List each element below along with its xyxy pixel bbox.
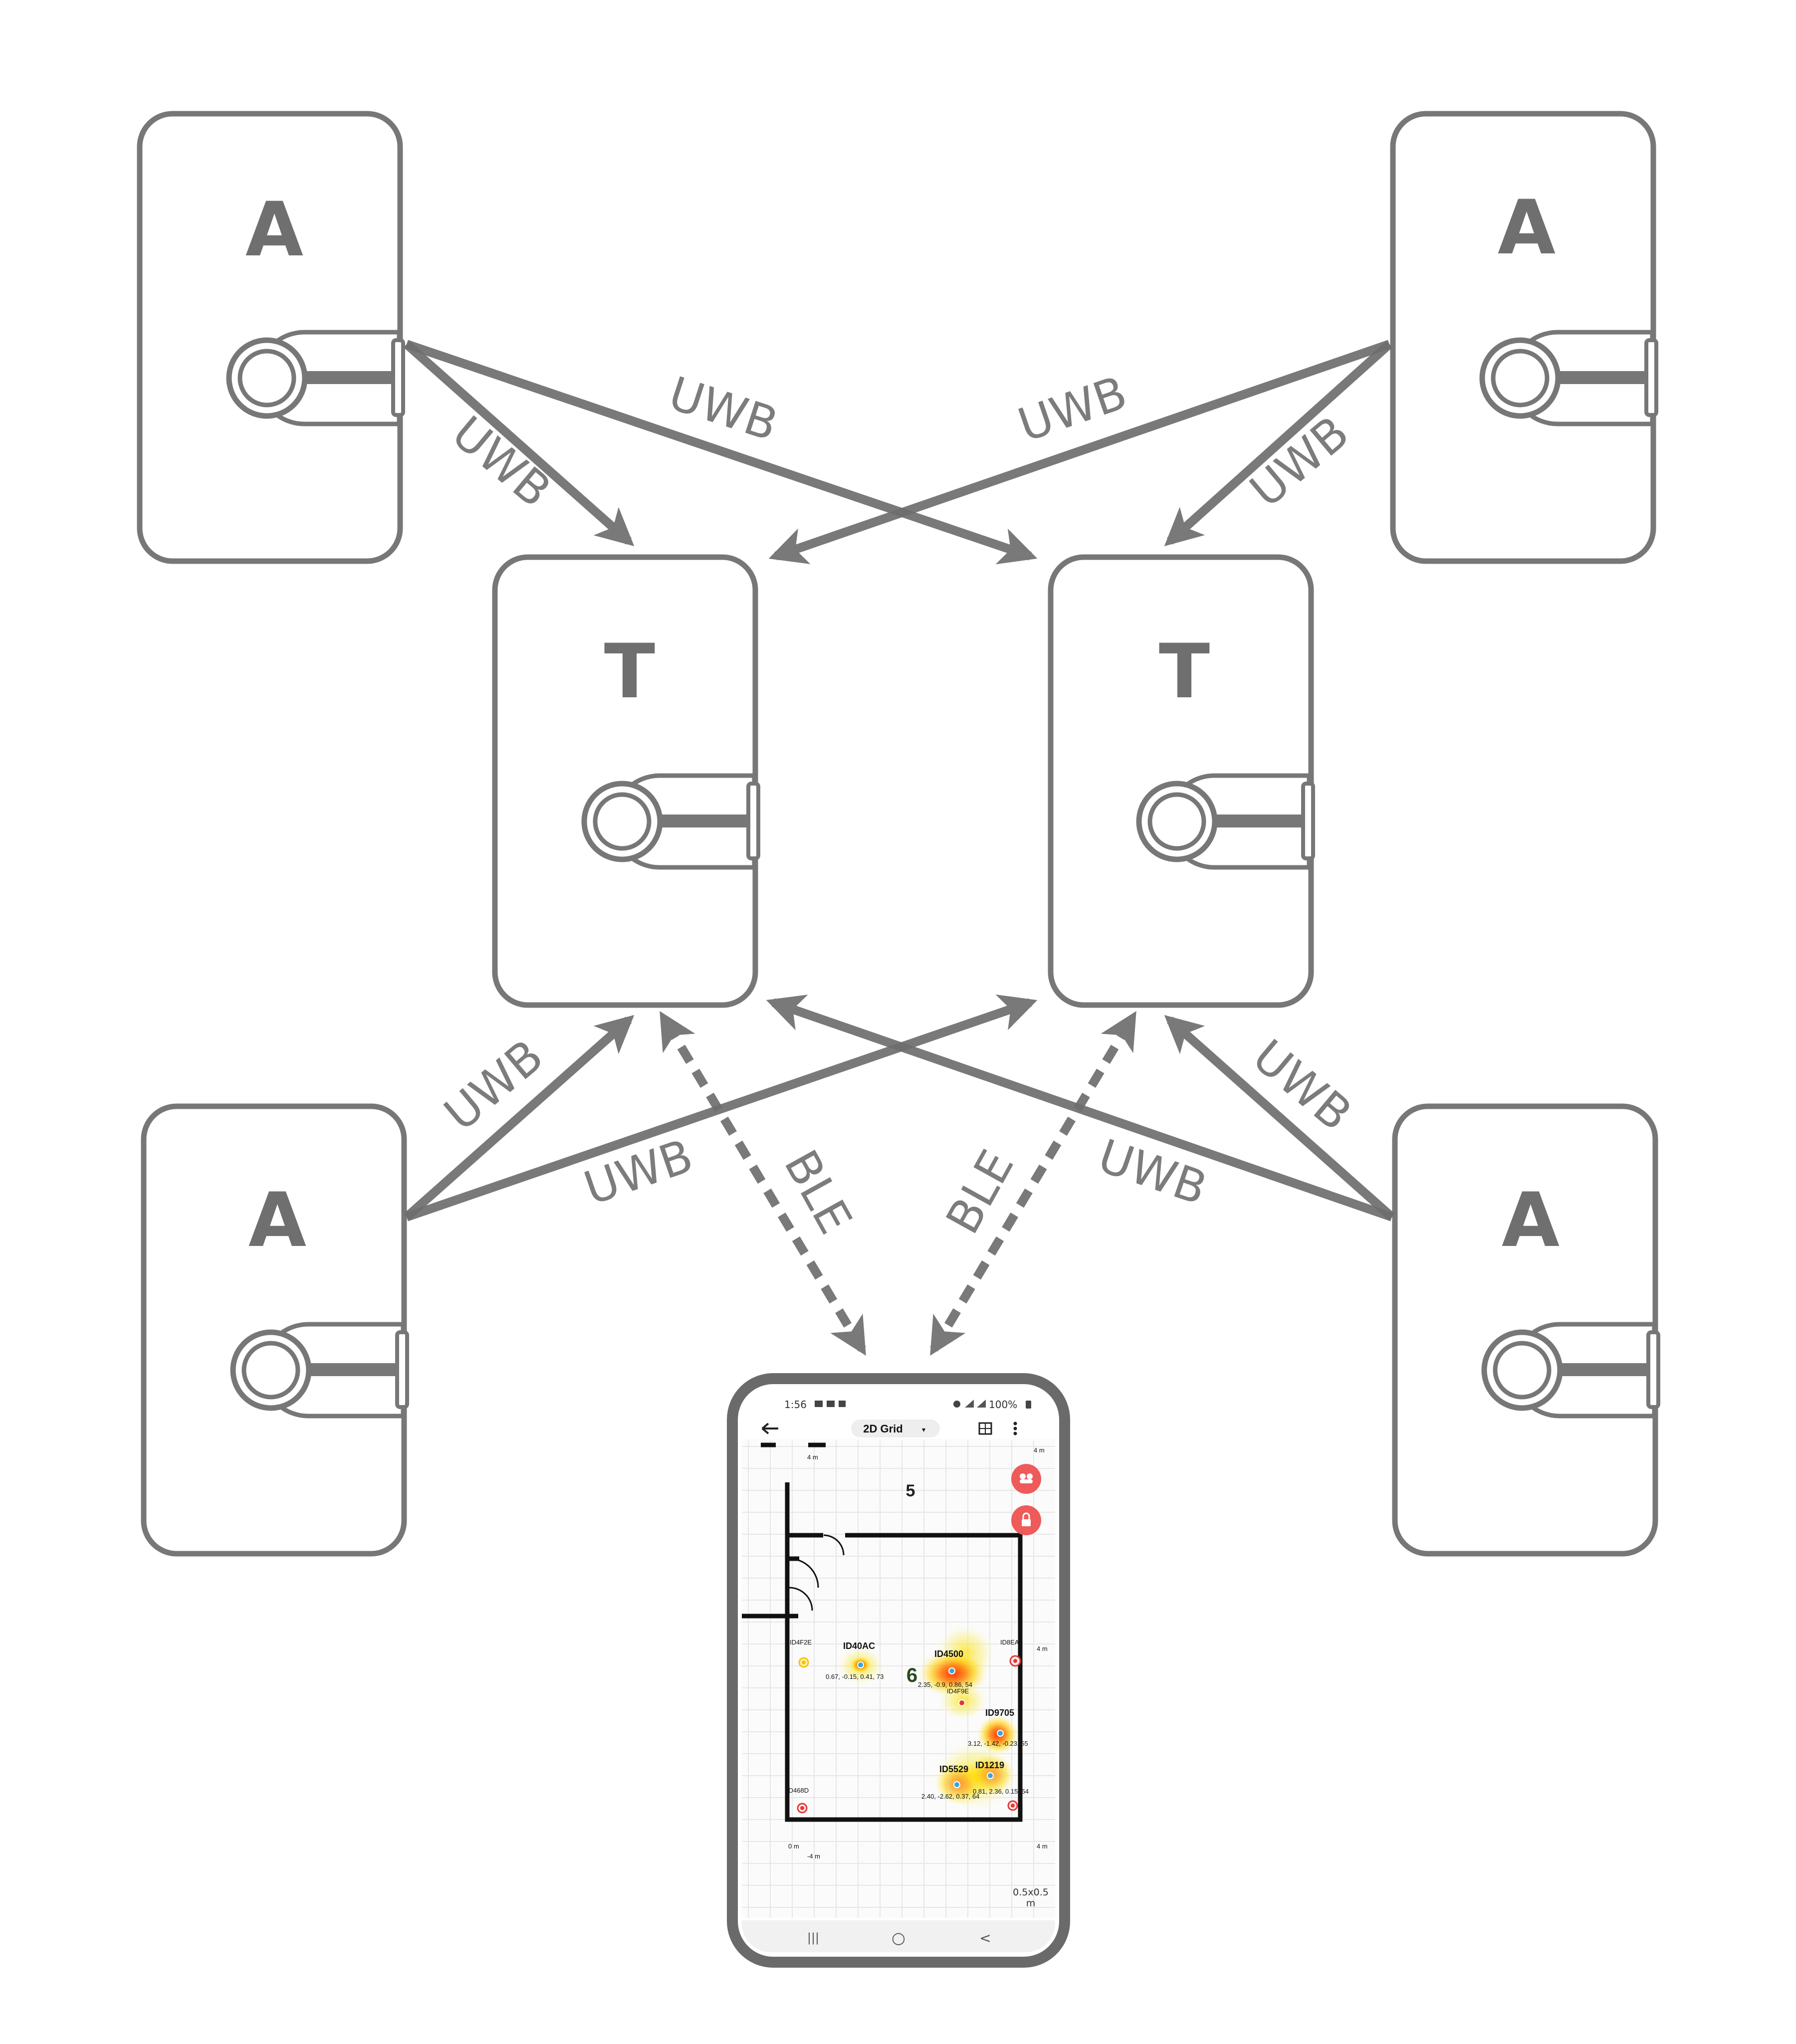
- device-letter: T: [604, 628, 655, 715]
- nav-back-button[interactable]: <: [979, 1930, 991, 1946]
- tag-id: ID9705: [985, 1708, 1014, 1718]
- device-letter: A: [1502, 1177, 1560, 1264]
- more-vertical-icon: [1013, 1422, 1017, 1435]
- room-label: 6: [906, 1664, 917, 1686]
- fab-lock-button[interactable]: [1011, 1505, 1041, 1535]
- uwb-arrow: [1164, 1015, 1395, 1221]
- usb-connector-icon: [1481, 1322, 1660, 1419]
- uwb-label: UWB: [1092, 1129, 1213, 1216]
- anchor-top-left: A: [137, 111, 405, 564]
- fab-locate-button[interactable]: [1011, 1464, 1041, 1494]
- floorplan-walls: [742, 1442, 1023, 1822]
- tag-coords: 2.35, -0.9, 0.86, 54: [918, 1681, 972, 1688]
- room-label: 5: [906, 1481, 915, 1500]
- anchor-marker[interactable]: ID4F2E: [790, 1638, 812, 1668]
- view-selector-label: 2D Grid: [863, 1423, 902, 1435]
- view-selector-dropdown[interactable]: 2D Grid ▾: [851, 1420, 940, 1437]
- usb-connector-icon: [1479, 330, 1658, 426]
- more-options-button[interactable]: [1013, 1422, 1017, 1435]
- tag-id: ID5529: [939, 1764, 968, 1774]
- tag-marker[interactable]: ID4500 2.35, -0.9, 0.86, 54: [918, 1649, 972, 1688]
- grid-canvas[interactable]: 4 m 4 m 4 m 0 m 4 m -4 m 5 6: [742, 1439, 1055, 1918]
- axis-label: 0 m: [788, 1842, 799, 1850]
- tag-id: ID4F9E: [947, 1687, 969, 1695]
- smartphone: 1:56 100% 2D Grid ▾: [727, 1373, 1070, 1968]
- anchor-marker[interactable]: ID468D: [787, 1787, 809, 1814]
- anchor-top-right: A: [1390, 111, 1658, 564]
- tag-id: ID40AC: [843, 1641, 875, 1651]
- nav-recents-button[interactable]: |||: [807, 1931, 819, 1945]
- status-system-icons: [953, 1400, 986, 1408]
- tag-marker[interactable]: ID4F9E: [947, 1687, 969, 1706]
- anchor-id: ID4F2E: [790, 1638, 812, 1646]
- anchor-marker[interactable]: ID8EA: [1000, 1638, 1021, 1667]
- uwb-arrow: [768, 340, 1391, 564]
- usb-connector-icon: [230, 1322, 409, 1419]
- anchor-id: ID8EA: [1000, 1638, 1019, 1646]
- tag-marker[interactable]: ID5529 2.40, -2.62, 0.37, 64: [921, 1764, 979, 1800]
- ble-arrow: [930, 1011, 1136, 1356]
- device-letter: A: [248, 1177, 306, 1264]
- tag-marker[interactable]: ID1219 0.81, 2.36, 0.15, 54: [973, 1760, 1029, 1795]
- anchor-marker[interactable]: [1007, 1800, 1018, 1811]
- ble-arrow: [660, 1011, 866, 1356]
- chevron-down-icon: ▾: [922, 1426, 925, 1434]
- usb-connector-icon: [1136, 773, 1315, 870]
- uwb-arrow: [405, 340, 1038, 565]
- tag-marker[interactable]: ID40AC 0.67, -0.15, 0.41, 73: [826, 1641, 884, 1680]
- arrow-left-icon: [761, 1423, 778, 1434]
- axis-label: 4 m: [1034, 1446, 1045, 1454]
- uwb-arrow: [1164, 341, 1393, 547]
- axis-label: 4 m: [1037, 1842, 1048, 1850]
- grid-scale-label: 0.5x0.5: [1013, 1887, 1049, 1898]
- tag-left: T: [492, 554, 760, 1008]
- grid-lines: [742, 1440, 1055, 1918]
- uwb-label: UWB: [435, 1029, 553, 1141]
- tag-coords: 0.81, 2.36, 0.15, 54: [973, 1788, 1029, 1795]
- uwb-arrow: [404, 341, 635, 547]
- tag-id: ID1219: [975, 1760, 1004, 1770]
- status-battery: 100%: [989, 1399, 1017, 1411]
- tag-coords: 3.12, -1.42, -0.23, 55: [968, 1740, 1028, 1747]
- grid-scale-unit: m: [1026, 1898, 1036, 1909]
- device-letter: T: [1159, 628, 1210, 715]
- axis-label: -4 m: [807, 1852, 820, 1860]
- tag-coords: 2.40, -2.62, 0.37, 64: [921, 1793, 979, 1800]
- ble-links: BLE BLE: [660, 1011, 1136, 1356]
- status-time: 1:56: [784, 1399, 807, 1411]
- device-letter: A: [245, 187, 303, 273]
- status-notification-icons: [815, 1401, 846, 1407]
- tag-right: T: [1048, 554, 1315, 1008]
- axis-label: 4 m: [1037, 1645, 1048, 1652]
- anchor-bottom-left: A: [141, 1103, 409, 1557]
- usb-connector-icon: [581, 773, 760, 870]
- tag-marker[interactable]: ID9705 3.12, -1.42, -0.23, 55: [968, 1708, 1028, 1747]
- nav-home-button[interactable]: ○: [892, 1928, 905, 1947]
- uwb-label: UWB: [1243, 1029, 1361, 1141]
- anchor-id: ID468D: [787, 1787, 809, 1794]
- uwb-links: [404, 340, 1395, 1222]
- back-button[interactable]: [761, 1423, 778, 1434]
- uwb-arrow: [404, 1015, 635, 1221]
- lock-icon: [1022, 1512, 1031, 1526]
- anchor-bottom-right: A: [1392, 1103, 1660, 1557]
- tag-coords: 0.67, -0.15, 0.41, 73: [826, 1673, 884, 1680]
- battery-icon: [1026, 1401, 1031, 1409]
- floorplan-button[interactable]: [978, 1422, 992, 1435]
- phone-screen: 1:56 100% 2D Grid ▾: [742, 1389, 1055, 1952]
- device-letter: A: [1498, 185, 1556, 271]
- axis-label: 4 m: [807, 1453, 818, 1461]
- tag-id: ID4500: [934, 1649, 963, 1659]
- group-icon: [1020, 1473, 1033, 1483]
- usb-connector-icon: [226, 330, 405, 426]
